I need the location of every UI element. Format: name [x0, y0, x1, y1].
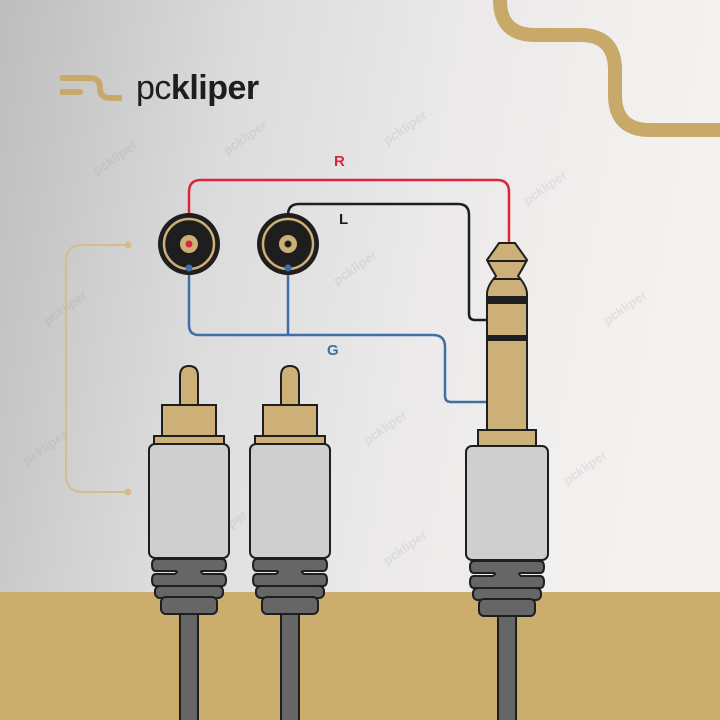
rca-socket-right — [158, 213, 220, 275]
wire-label-r: R — [334, 153, 345, 170]
wire-g — [187, 268, 488, 404]
decorative-curve — [493, 0, 720, 137]
wire-label-g: G — [327, 342, 339, 359]
jack-plug — [465, 242, 549, 720]
brand-name-bold: kliper — [170, 69, 259, 107]
brand-name-light: pc — [136, 69, 171, 107]
brand-logo: pckliper — [60, 66, 259, 110]
rca-plug-left — [249, 364, 331, 720]
rca-plug-right — [148, 364, 230, 720]
wire-label-l: L — [339, 211, 349, 228]
wire-l — [286, 202, 488, 322]
brand-name: pckliper — [136, 71, 259, 105]
bracket-indicator — [65, 241, 132, 496]
brand-mark-icon — [60, 75, 122, 101]
wire-r — [187, 178, 511, 255]
rca-socket-left — [257, 213, 319, 275]
floor-band — [0, 592, 720, 720]
